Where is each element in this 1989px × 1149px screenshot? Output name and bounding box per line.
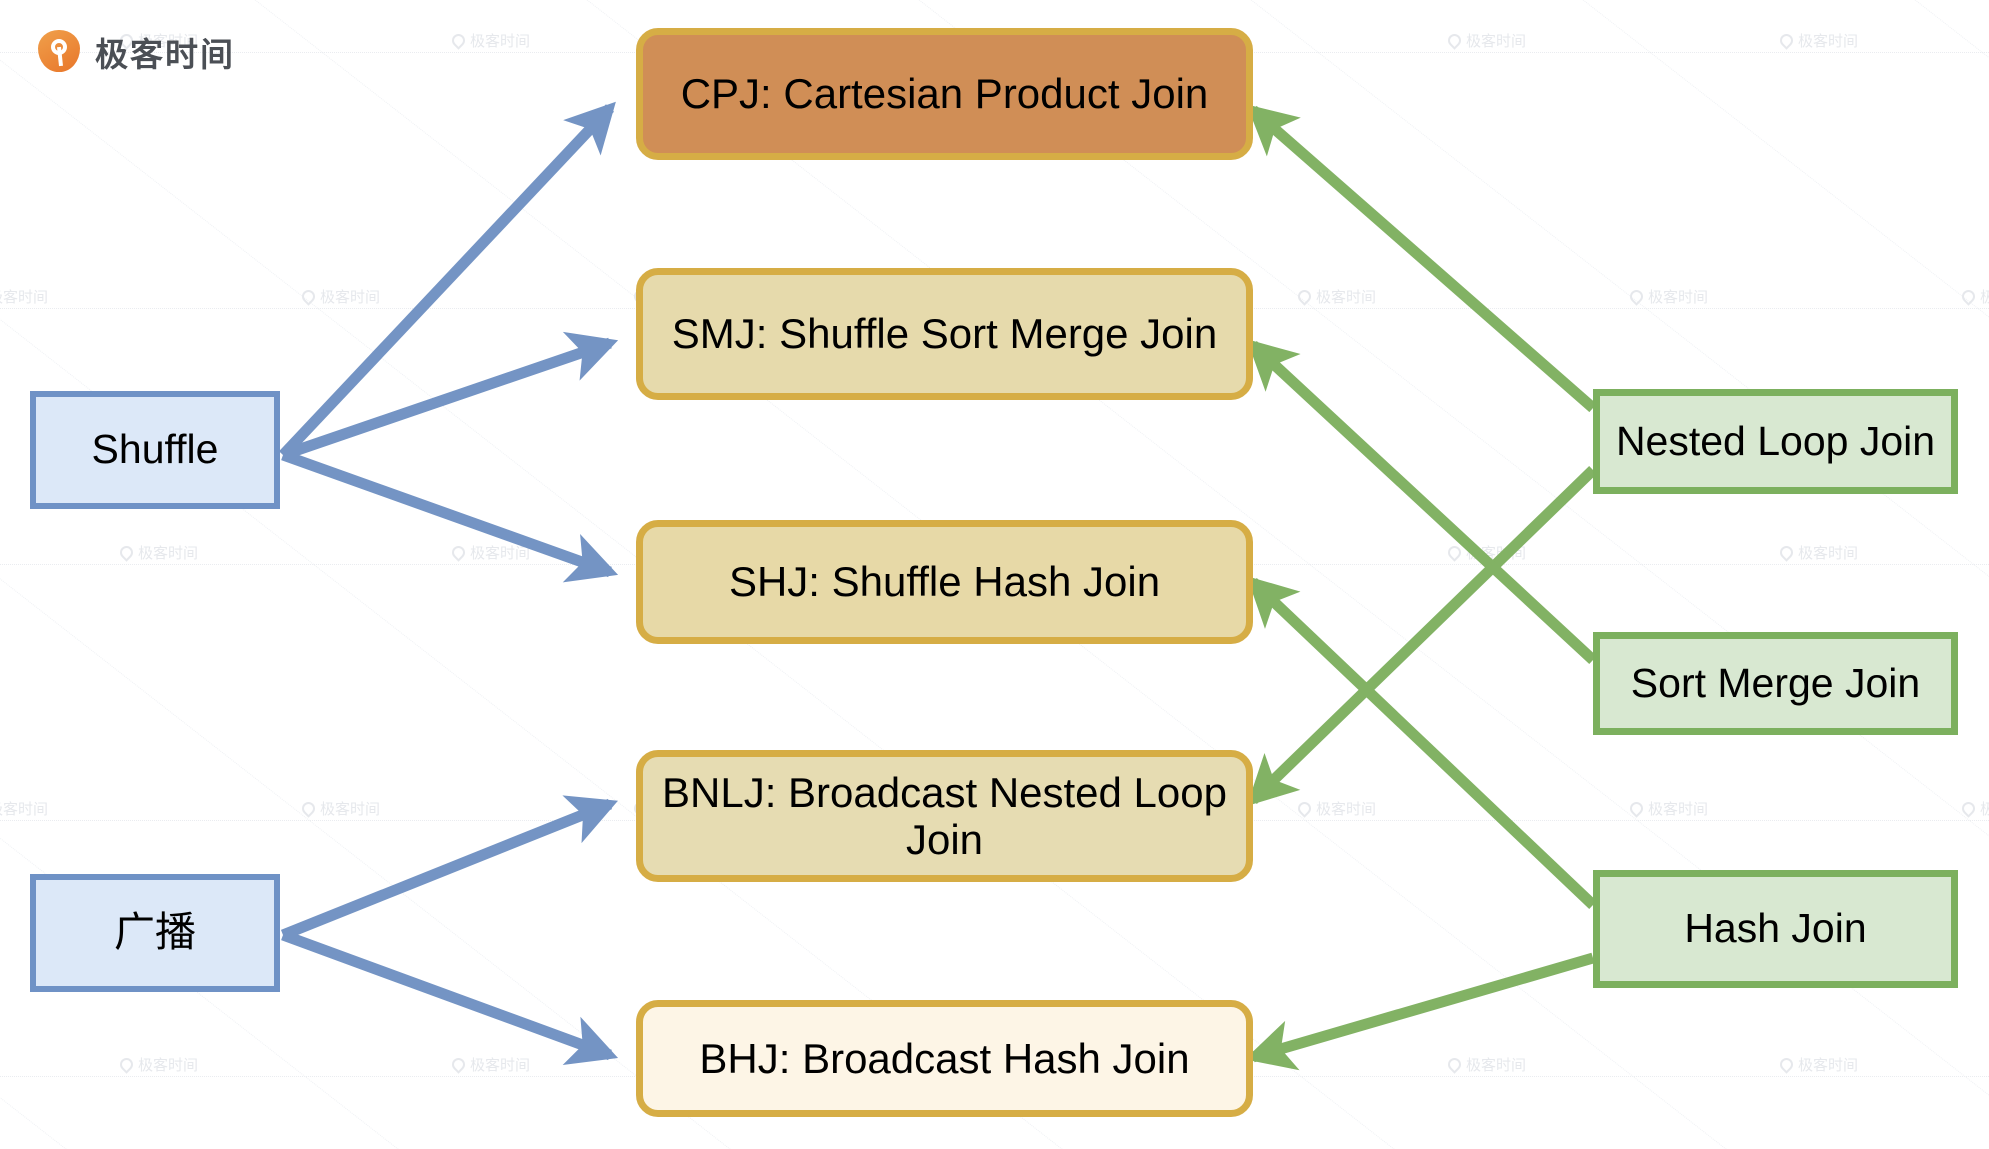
- node-shuffle[interactable]: Shuffle: [30, 391, 280, 509]
- node-nested-loop-join[interactable]: Nested Loop Join: [1593, 389, 1958, 494]
- geektime-logo: 极客时间: [38, 28, 235, 78]
- node-hash-join[interactable]: Hash Join: [1593, 870, 1958, 988]
- node-broadcast[interactable]: 广播: [30, 874, 280, 992]
- edge-nlj-bnlj: [1246, 466, 1597, 806]
- edge-hash-bhj: [1244, 952, 1595, 1071]
- edge-broadcast-bhj: [281, 929, 619, 1066]
- node-sort-merge-join[interactable]: Sort Merge Join: [1593, 632, 1958, 735]
- edge-shuffle-cpj: [278, 101, 616, 459]
- edge-shuffle-smj: [281, 331, 619, 461]
- node-hash-join-label: Hash Join: [1684, 905, 1867, 952]
- node-shj-label: SHJ: Shuffle Hash Join: [728, 558, 1161, 606]
- edge-smerge-smj: [1246, 339, 1597, 665]
- node-nested-loop-join-label: Nested Loop Join: [1615, 417, 1936, 464]
- node-smj-label: SMJ: Shuffle Sort Merge Join: [671, 310, 1218, 358]
- node-cpj-label: CPJ: Cartesian Product Join: [680, 70, 1209, 118]
- edge-hash-shj: [1246, 576, 1597, 909]
- node-bhj-label: BHJ: Broadcast Hash Join: [699, 1034, 1190, 1082]
- node-sort-merge-join-label: Sort Merge Join: [1630, 659, 1921, 706]
- edge-broadcast-bnlj: [280, 795, 618, 941]
- node-shj[interactable]: SHJ: Shuffle Hash Join: [636, 520, 1253, 644]
- blue-edges: [278, 101, 619, 1066]
- node-bnlj[interactable]: BNLJ: Broadcast Nested Loop Join: [636, 750, 1253, 882]
- green-edges: [1244, 104, 1597, 1071]
- edge-nlj-cpj: [1246, 104, 1597, 413]
- node-broadcast-label: 广播: [114, 909, 196, 956]
- node-bnlj-label: BNLJ: Broadcast Nested Loop Join: [662, 768, 1227, 863]
- node-smj[interactable]: SMJ: Shuffle Sort Merge Join: [636, 268, 1253, 400]
- geektime-pin-icon: [38, 30, 82, 78]
- node-cpj[interactable]: CPJ: Cartesian Product Join: [636, 28, 1253, 160]
- node-bhj[interactable]: BHJ: Broadcast Hash Join: [636, 1000, 1253, 1117]
- logo-text: 极客时间: [95, 35, 235, 74]
- node-shuffle-label: Shuffle: [91, 426, 219, 473]
- edge-shuffle-shj: [281, 449, 619, 583]
